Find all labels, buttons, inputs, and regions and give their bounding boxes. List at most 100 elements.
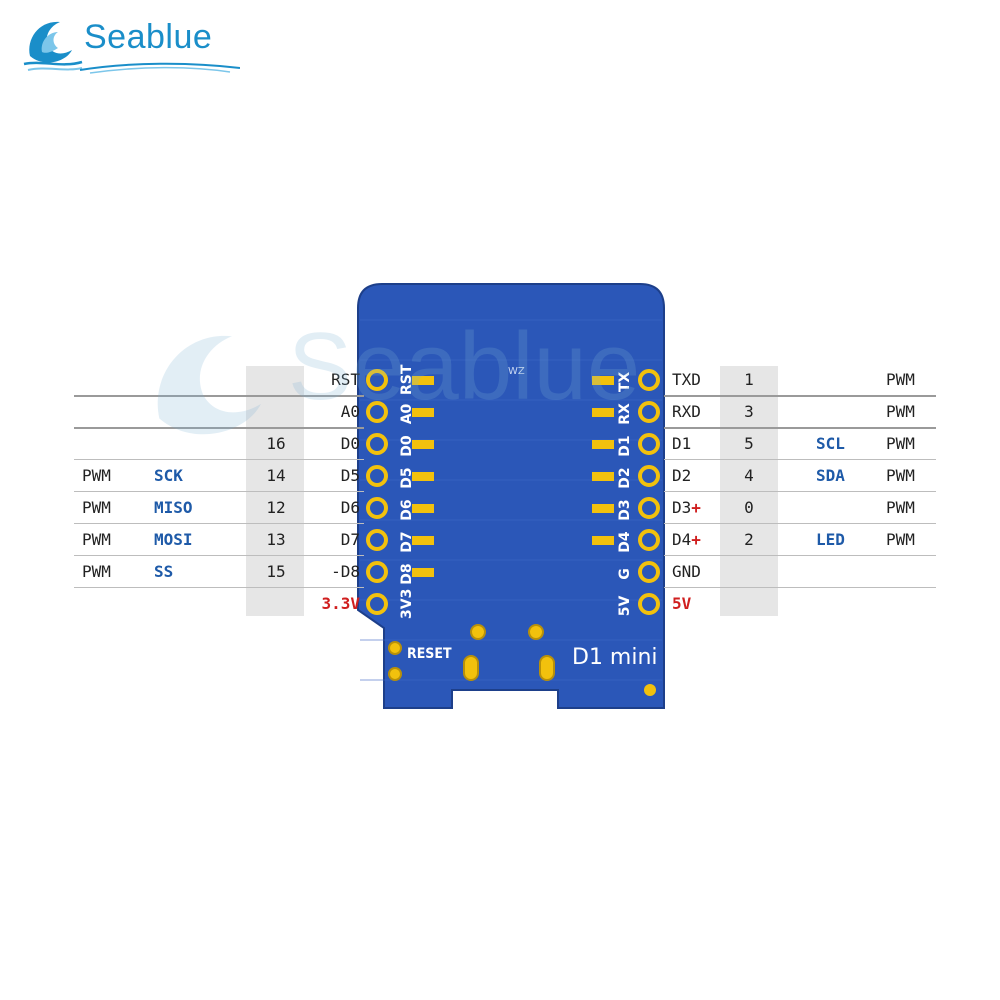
board-marking: WZ [508,366,525,377]
header-pad [638,401,660,423]
right-gpio-number: 0 [744,498,754,517]
row-divider [74,491,364,492]
right-pin-name: TXD [672,366,701,394]
right-pwm-label: PWM [886,498,915,517]
right-silkscreen-label: RX [617,403,633,425]
smd-pad [412,536,434,545]
row-divider [664,491,936,492]
row-divider [664,427,936,429]
header-pad [638,593,660,615]
left-gpio-number: 14 [266,466,286,485]
pcb-board [357,283,665,709]
brand-name: Seablue [84,18,213,56]
right-pin-name: D3+ [672,494,701,522]
right-pin-label: GND [672,562,701,581]
test-pad [388,667,402,681]
right-silkscreen-label: D1 [617,435,633,457]
smd-pad [592,536,614,545]
smd-pad [412,408,434,417]
header-pad [638,433,660,455]
left-function-label: SS [154,562,174,581]
smd-pad [592,376,614,385]
row-divider [664,523,936,524]
right-pin-label: TXD [672,370,701,389]
row-divider [74,523,364,524]
left-gpio-number: 15 [266,562,286,581]
right-pwm-label: PWM [886,434,915,453]
left-silkscreen-label: A0 [399,403,415,425]
row-divider [74,555,364,556]
left-gpio-number [260,366,292,394]
left-gpio-number: 13 [266,530,286,549]
left-pwm-label: PWM [82,498,111,517]
row-divider [664,395,936,397]
smd-pad [412,568,434,577]
board-name: D1 mini [572,645,658,670]
mount-pad [644,684,656,696]
left-silkscreen-label: D8 [399,563,415,585]
left-gpio-number: 12 [266,498,286,517]
row-divider [664,459,936,460]
smd-pad [592,504,614,513]
left-gpio-number [260,590,292,618]
right-pin-label: D3 [672,498,692,517]
header-pad [366,401,388,423]
right-pin-label: 5V [672,594,692,613]
smd-pad [412,376,434,385]
right-silkscreen-label: G [617,568,633,580]
right-pin-label: RXD [672,402,701,421]
smd-pad [592,408,614,417]
row-divider [664,587,936,588]
right-gpio-number: 5 [744,434,754,453]
left-silkscreen-label: D0 [399,435,415,457]
right-gpio-number: 1 [744,370,754,389]
right-silkscreen-label: 5V [617,595,633,617]
right-gpio-number: 2 [744,530,754,549]
right-header-pads [592,369,660,615]
right-pwm-label: PWM [886,530,915,549]
left-header-pads [366,369,434,615]
row-divider [74,427,364,429]
left-pin-name: D5 [340,466,360,485]
right-pwm-label: PWM [886,402,915,421]
left-silkscreen-label: D6 [399,499,415,521]
left-pin-name: D6 [340,498,360,517]
header-pad [366,593,388,615]
left-pin-name: A0 [340,402,360,421]
right-gpio-number: 3 [744,402,754,421]
right-pin-label: D1 [672,434,692,453]
wave-logo-icon [23,21,83,71]
right-pin-label: D4 [672,530,692,549]
left-silkscreen-label: D5 [399,467,415,489]
smd-pad [412,472,434,481]
header-pad [366,465,388,487]
right-function-label: SDA [816,466,845,485]
right-pin-label: D2 [672,466,692,485]
right-pin-name: D4+ [672,526,701,554]
left-pin-name: 3.3V [321,594,360,613]
left-pin-name: D0 [340,434,360,453]
right-pwm-label: PWM [886,466,915,485]
left-pwm-label: PWM [82,466,111,485]
left-pin-name: -D8 [331,562,360,581]
smd-pad [592,472,614,481]
right-function-label: SCL [816,434,845,453]
boot-plus-marker: + [691,530,701,549]
header-pad [638,369,660,391]
right-gpio-number: 4 [744,466,754,485]
header-pad [366,529,388,551]
header-pad [638,529,660,551]
smd-pad [412,440,434,449]
left-pin-name: RST [331,370,360,389]
left-silkscreen-label: D7 [399,531,415,553]
row-divider [664,555,936,556]
left-pwm-label: PWM [82,562,111,581]
left-silkscreen-label: 3V3 [399,588,415,619]
right-pin-name: RXD [672,398,701,426]
left-function-label: SCK [154,466,183,485]
left-gpio-number [260,398,292,426]
test-pad [388,641,402,655]
left-gpio-number: 16 [266,434,286,453]
header-pad [366,369,388,391]
